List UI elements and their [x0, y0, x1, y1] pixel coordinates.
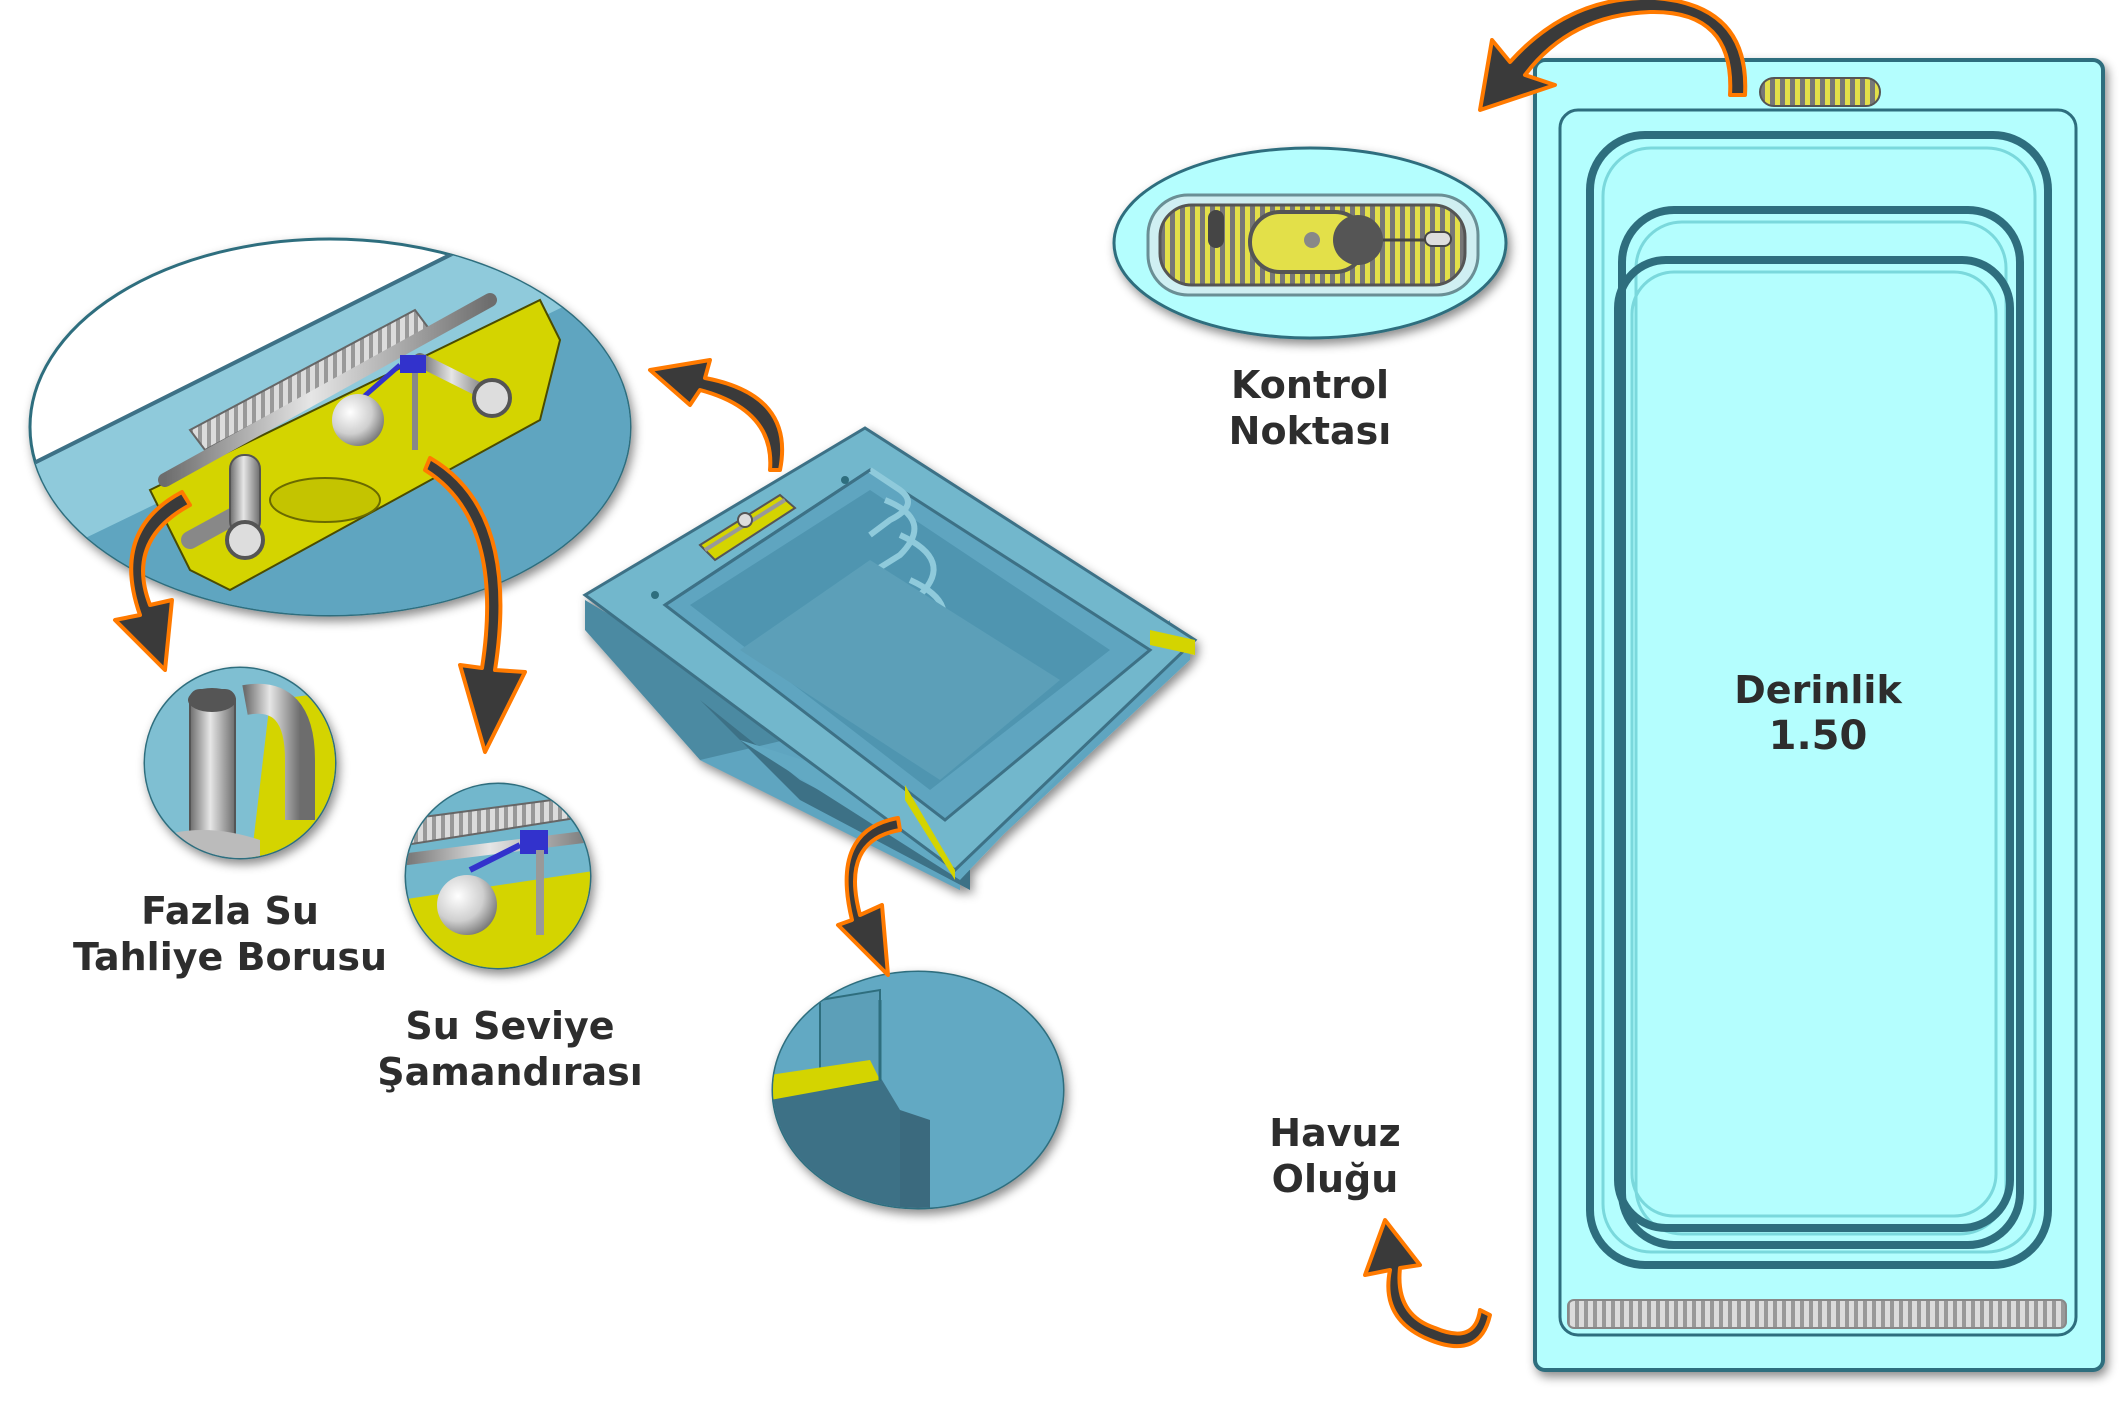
float-ball-icon [1333, 215, 1383, 265]
label-line: Su Seviye [405, 1004, 615, 1048]
label-line: Noktası [1228, 409, 1392, 453]
float-detail [404, 782, 592, 970]
float-mechanism-detail [28, 237, 632, 617]
label-line: Havuz [1269, 1111, 1401, 1155]
control-point-slot [1759, 77, 1881, 107]
label-su-seviye: Su Seviye Şamandırası [370, 1003, 650, 1095]
curved-arrow-icon [1478, 0, 1748, 112]
curved-arrow-icon [113, 490, 192, 672]
float-ball-icon [332, 394, 384, 446]
label-kontrol-noktasi: Kontrol Noktası [1210, 362, 1410, 454]
curved-arrow-icon [648, 358, 785, 472]
label-derinlik-2: 1.50 [1769, 713, 1868, 759]
label-line: Tahliye Borusu [72, 935, 388, 979]
curved-arrow-icon [423, 456, 527, 754]
label-havuz-olugu: Havuz Oluğu [1245, 1110, 1425, 1202]
label-derinlik-1: Derinlik [1734, 668, 1902, 712]
label-line: Fazla Su [141, 889, 319, 933]
gutter-step-detail [771, 970, 1065, 1210]
arrows [113, 0, 1748, 1349]
curved-arrow-icon [1363, 1218, 1492, 1349]
overflow-pipe-detail [143, 666, 337, 860]
curved-arrow-icon [836, 816, 902, 977]
label-line: Kontrol [1231, 363, 1389, 407]
pool-top-view [1533, 58, 2105, 1372]
label-fazla-su: Fazla Su Tahliye Borusu [60, 888, 400, 980]
label-line: Oluğu [1271, 1157, 1399, 1201]
kontrol-detail [1112, 146, 1508, 340]
pool-3d-view [582, 426, 1198, 890]
label-line: Şamandırası [377, 1050, 643, 1094]
